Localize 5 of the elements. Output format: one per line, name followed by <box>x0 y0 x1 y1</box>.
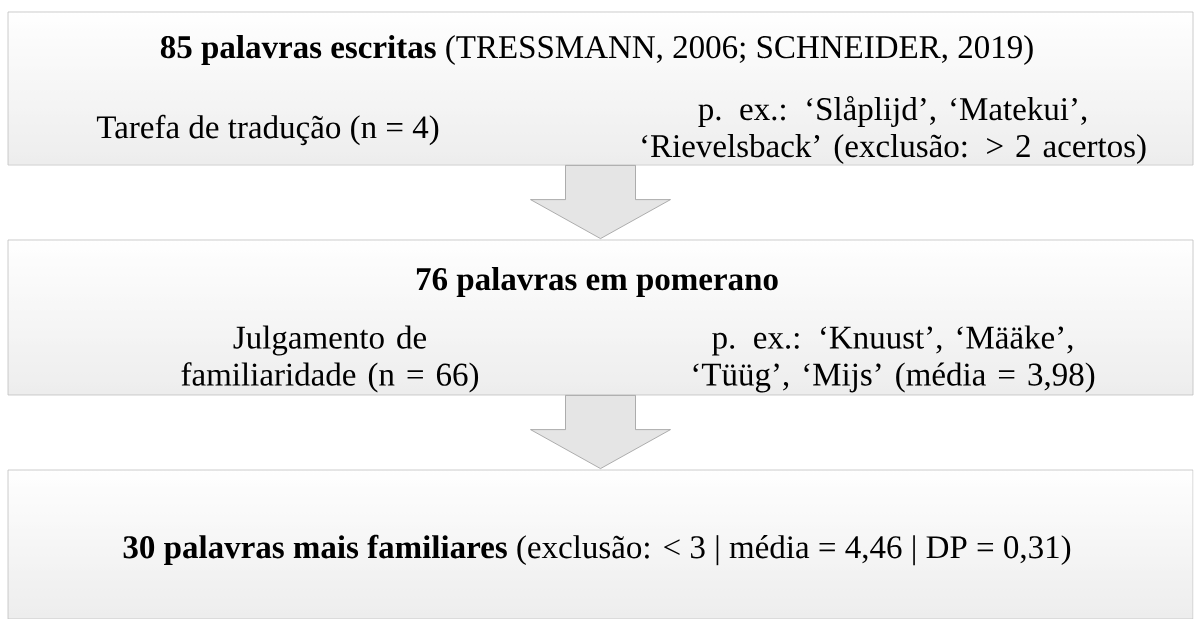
block-arrow <box>530 395 671 469</box>
block-arrow <box>530 165 671 239</box>
flow-band: 76 palavras em pomerano Julgamento de familiaridade (n = 66) p. ex.: ‘Knuust’, ‘Määke’, ‘Tüüg’, ‘Mijs’ (média = 3,98) <box>7 239 1194 396</box>
flow-band: 85 palavras escritas (TRESSMANN, 2006; SCHNEIDER, 2019) Tarefa de tradução (n = 4) p. ex.: ‘Slåplijd’, ‘Matekui’, ‘Rievelsback’ (exclusão: > 2 acertos) <box>7 11 1194 166</box>
flow-band: 30 palavras mais familiares (exclusão: < 3 | média = 4,46 | DP = 0,31) <box>7 469 1194 619</box>
